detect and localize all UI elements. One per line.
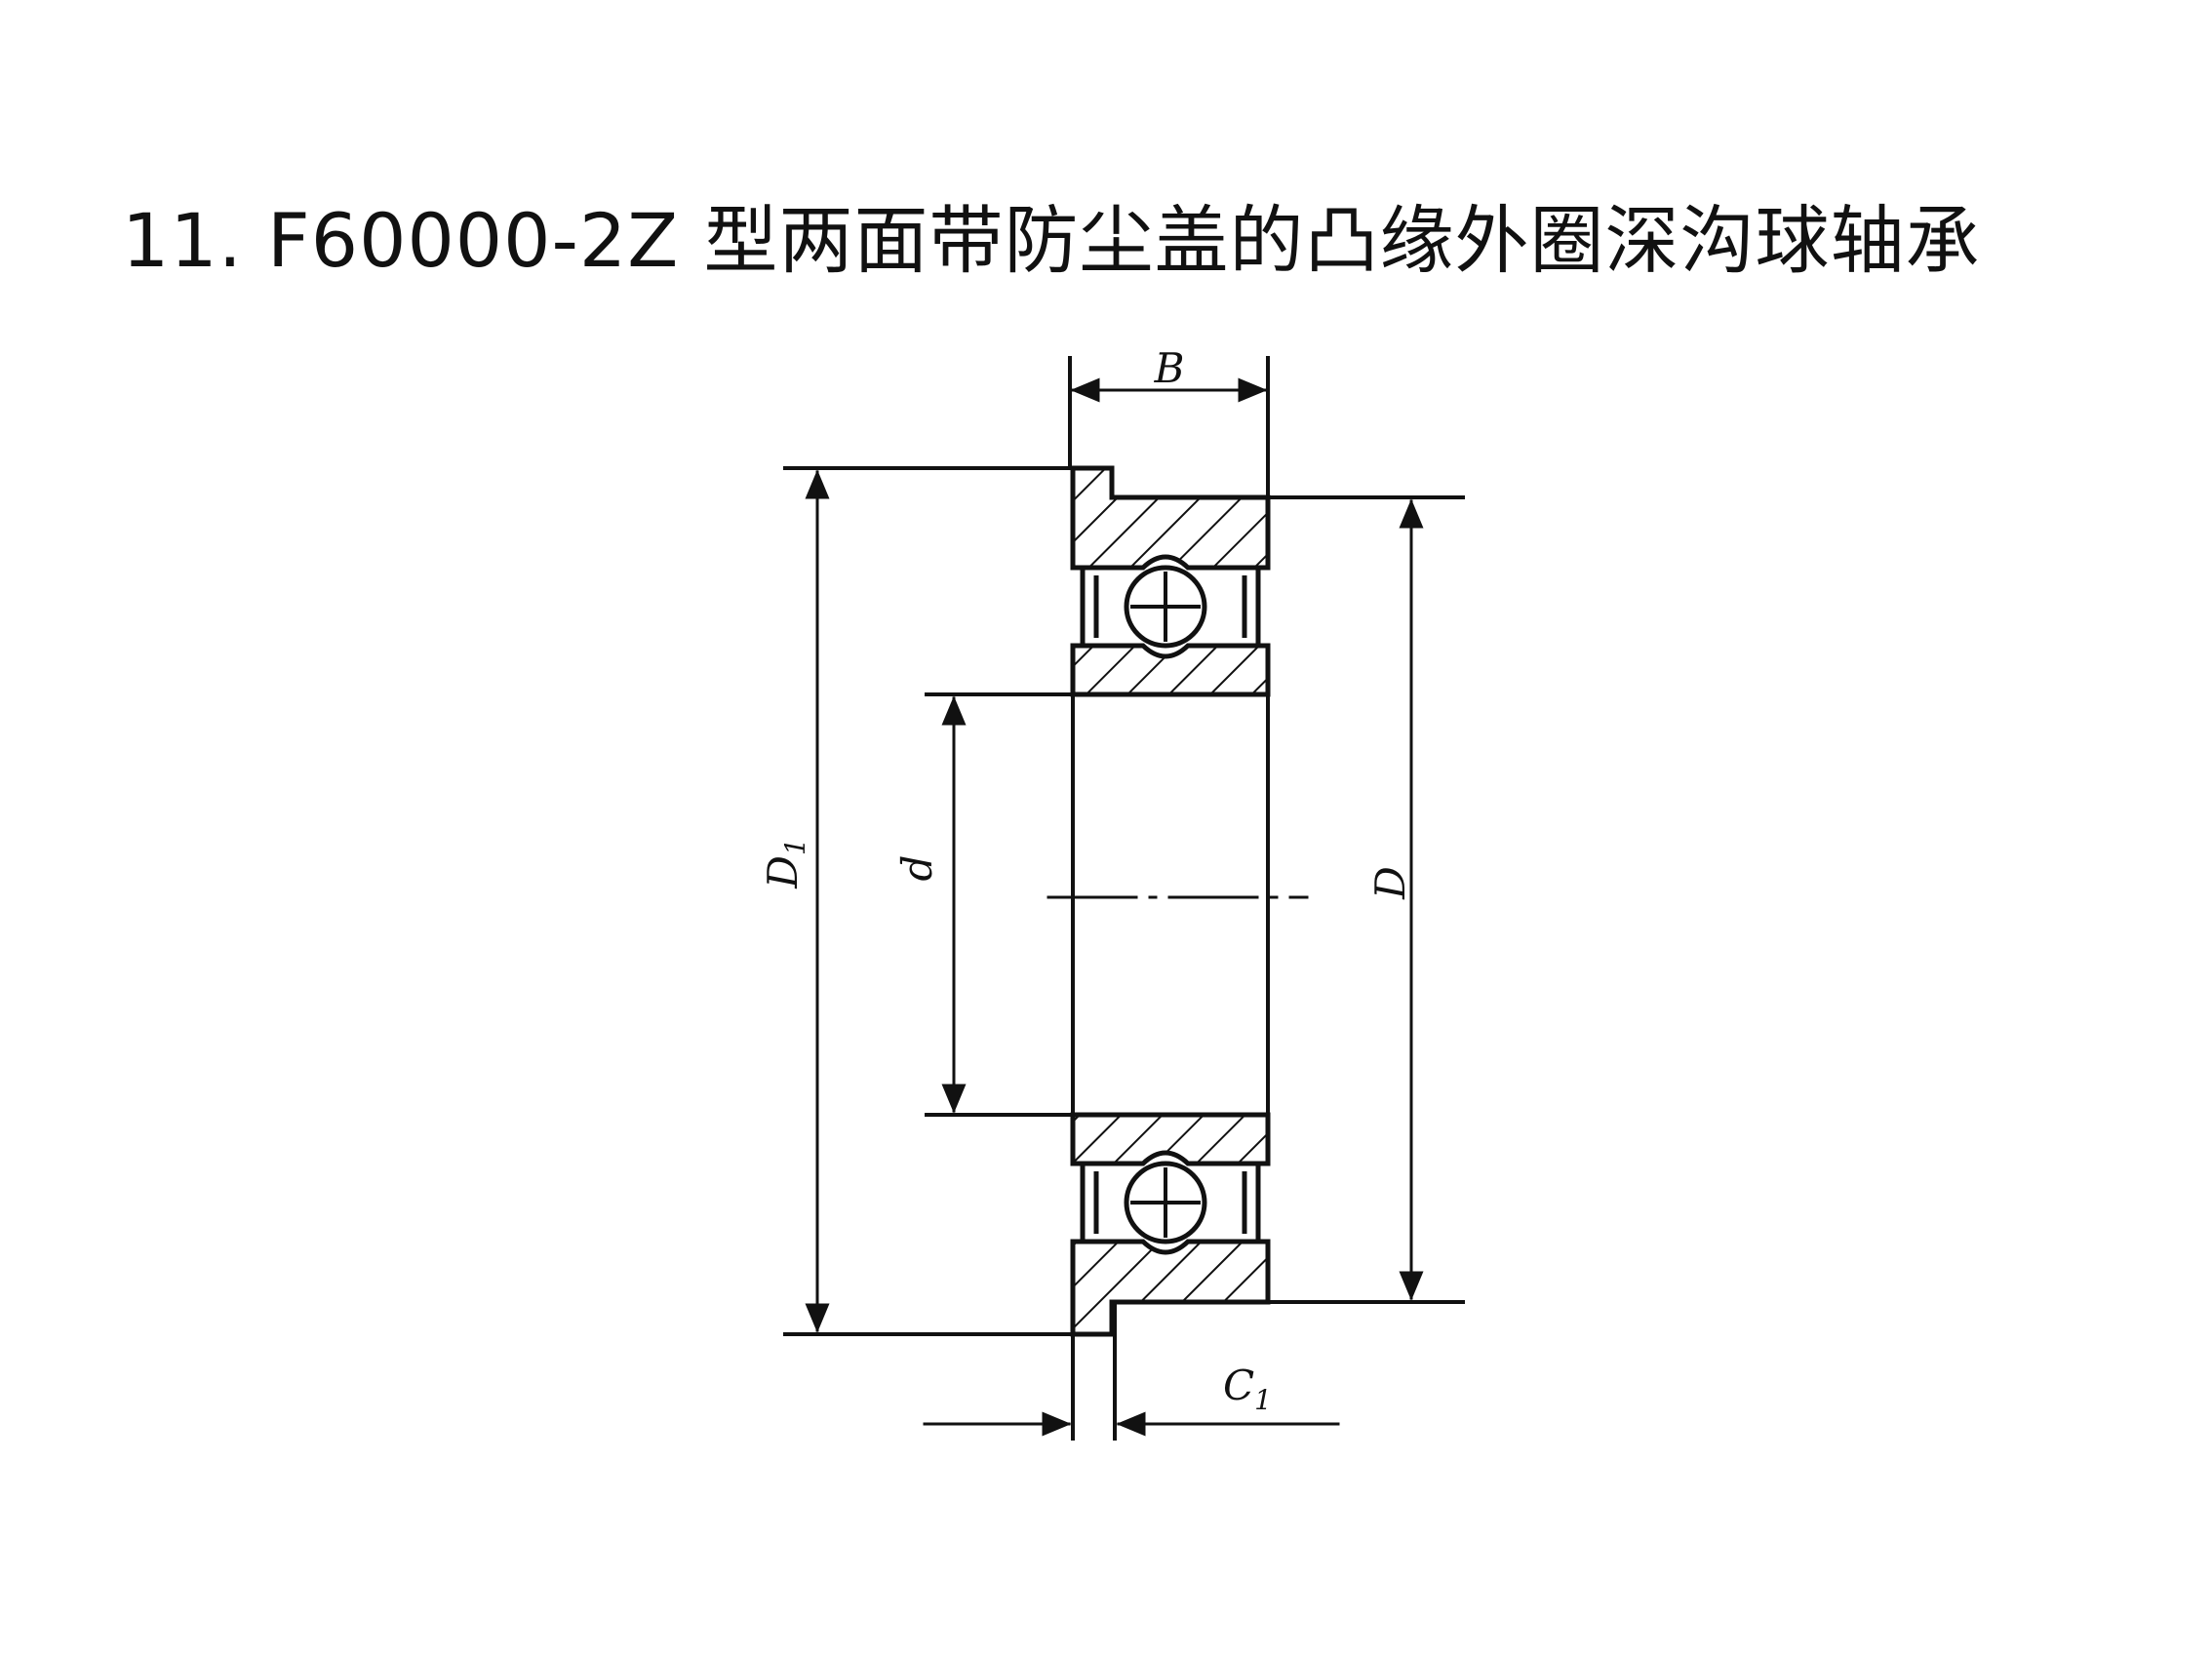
outer-ring-flange-top — [1070, 465, 1271, 571]
label-d1: D1 — [759, 838, 811, 889]
dimension-b — [1068, 356, 1270, 499]
label-d1-main: D — [759, 855, 807, 889]
bearing-section-bottom — [1070, 1112, 1271, 1337]
shield-left-top — [1080, 568, 1099, 646]
bore-outline — [1071, 692, 1270, 1117]
dimension-outer-d — [1266, 495, 1465, 1304]
label-c1: C1 — [1223, 1362, 1272, 1416]
outer-ring-flange-bottom — [1070, 1239, 1271, 1337]
ball-bottom — [1124, 1161, 1207, 1244]
bearing-section-top — [1070, 465, 1271, 697]
page-title: 11. F60000-2Z 型两面带防尘盖的凸缘外圈深沟球轴承 — [122, 197, 1981, 284]
ball-top — [1124, 565, 1207, 649]
shield-right-top — [1242, 568, 1261, 646]
label-bore-d: d — [893, 855, 941, 882]
inner-ring-bottom — [1070, 1112, 1271, 1166]
label-c1-main: C — [1223, 1362, 1254, 1409]
dimension-bore-d — [925, 692, 1080, 1117]
label-outer-d: D — [1366, 866, 1414, 900]
shield-right-bottom — [1242, 1164, 1261, 1242]
label-c1-sub: 1 — [1254, 1384, 1272, 1416]
shield-left-bottom — [1080, 1164, 1099, 1242]
label-b: B — [1154, 344, 1185, 392]
dimension-c1 — [923, 1303, 1340, 1441]
label-d1-sub: 1 — [779, 838, 811, 855]
dimension-d1 — [783, 466, 1075, 1336]
inner-ring-top — [1070, 643, 1271, 697]
